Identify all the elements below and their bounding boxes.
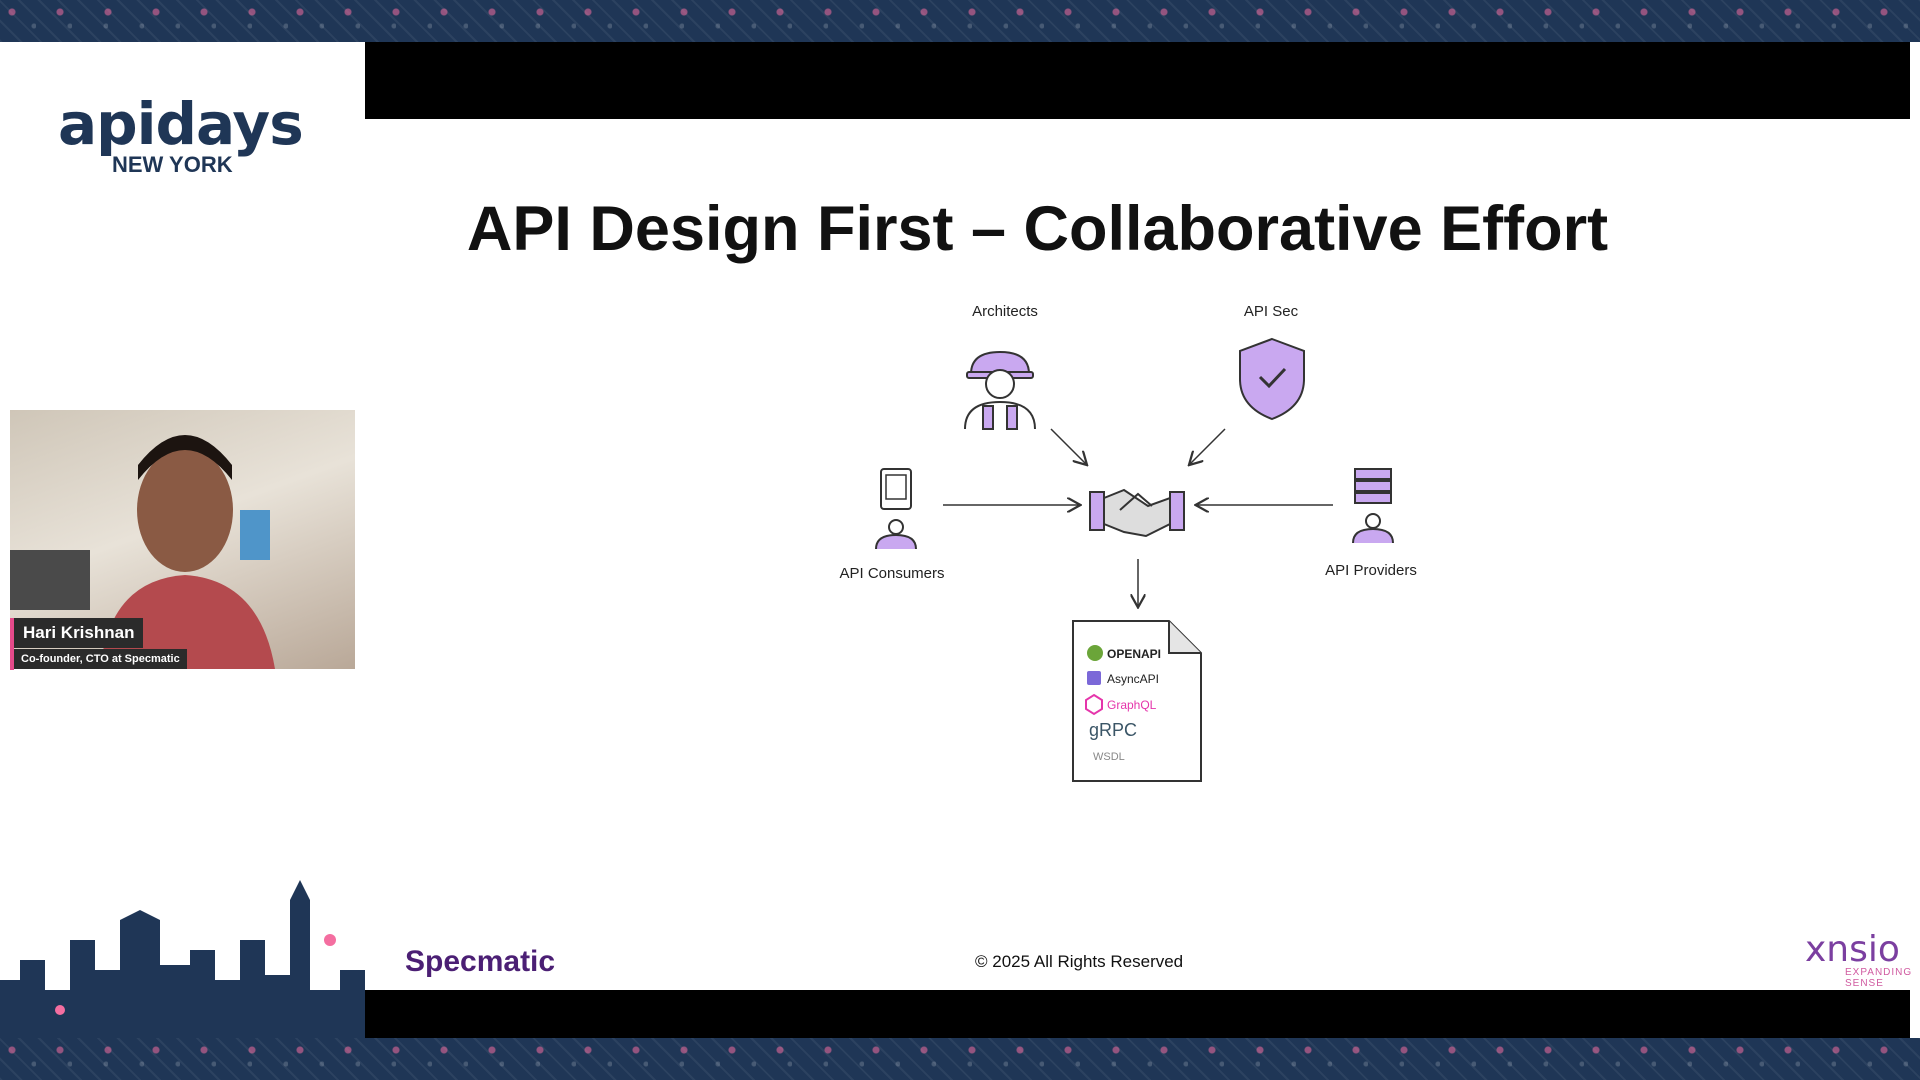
event-city: NEW YORK [112,152,233,177]
openapi-label: OPENAPI [1107,647,1161,661]
speaker-name-tag: Hari Krishnan [14,618,144,648]
openapi-icon [1087,645,1103,661]
copyright-text: © 2025 All Rights Reserved [975,952,1184,971]
api-provider-icon [1352,468,1394,544]
asyncapi-icon [1087,671,1101,685]
speaker-silhouette [10,435,275,669]
xnsio-tagline: EXPANDING SENSE [1845,967,1913,989]
xnsio-logo: xnsio [1805,929,1900,970]
api-consumers-label: API Consumers [839,565,945,582]
architect-icon [964,350,1036,430]
speaker-role-tag: Co-founder, CTO at Specmatic [14,649,187,669]
stream-top-bar [365,42,1910,119]
arrow-architects-to-handshake [1050,428,1086,464]
spec-document-icon: OPENAPI AsyncAPI GraphQL gRPC WSDL [1072,620,1202,782]
collaboration-diagram: OPENAPI AsyncAPI GraphQL gRPC WSDL [875,337,1394,782]
slide-title: API Design First – Collaborative Effort [466,194,1609,264]
city-skyline-graphic [0,880,365,1038]
api-sec-label: API Sec [1243,303,1299,320]
grpc-label: gRPC [1089,720,1137,740]
security-shield-icon [1239,337,1305,421]
presentation-slide: API Design First – Collaborative Effort [365,119,1913,990]
arrow-sec-to-handshake [1190,428,1226,464]
specmatic-logo: Specmatic [405,945,556,978]
event-logo: apidays [58,90,304,158]
asyncapi-label: AsyncAPI [1107,672,1159,686]
name-tag-accent [10,618,14,670]
wsdl-label: WSDL [1093,751,1125,763]
graphql-icon [1085,693,1103,716]
api-consumer-icon [875,468,917,550]
graphql-label: GraphQL [1107,698,1157,712]
top-pattern-band [0,0,1920,42]
api-providers-label: API Providers [1325,562,1417,579]
handshake-icon [1089,488,1185,538]
bottom-pattern-band [0,1038,1920,1080]
stream-bottom-bar [365,990,1910,1038]
architects-label: Architects [972,303,1038,320]
